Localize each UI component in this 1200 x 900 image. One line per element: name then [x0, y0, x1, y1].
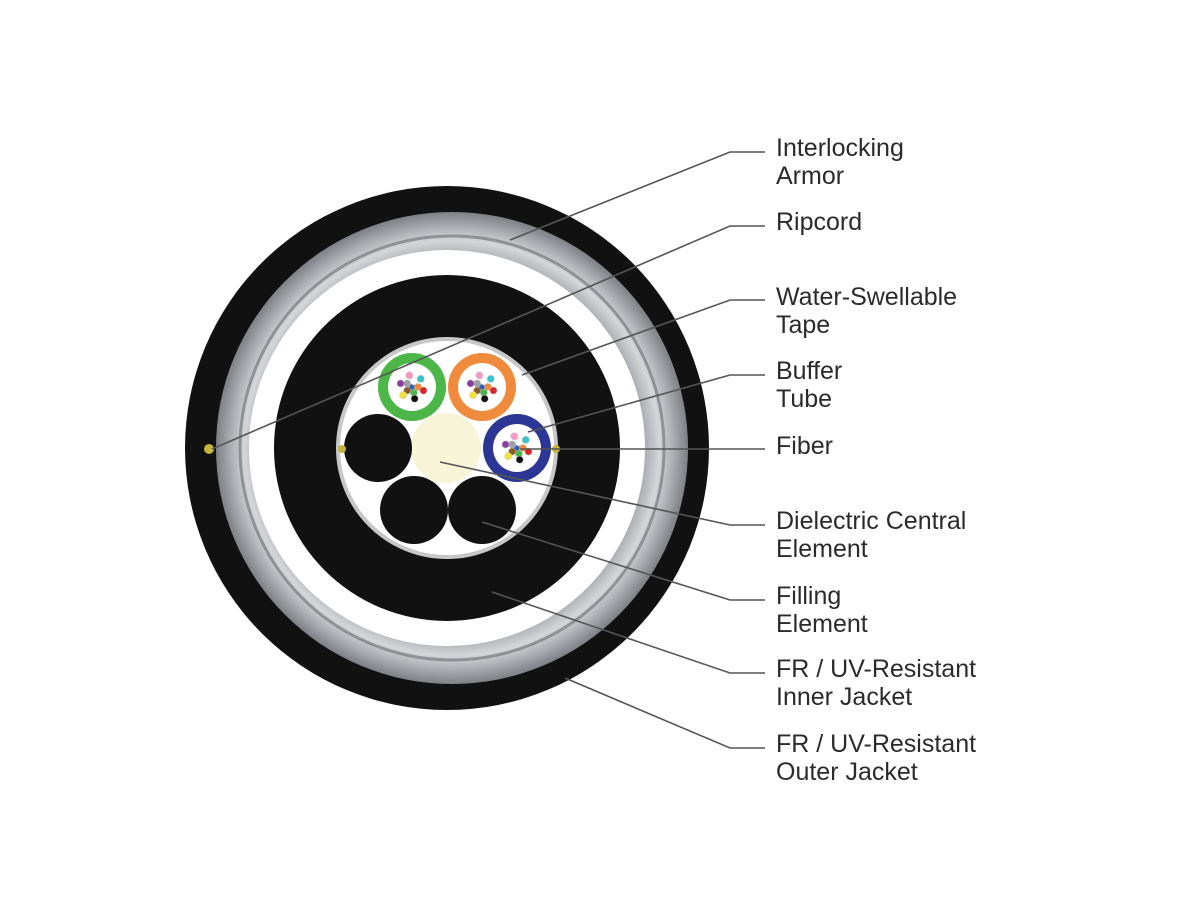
optical-fiber — [473, 379, 481, 388]
filling-element — [380, 476, 448, 544]
label-buffer-tube: Buffer Tube — [776, 357, 849, 413]
optical-fiber — [489, 386, 498, 395]
optical-fiber — [414, 383, 422, 391]
buffer-tube-orange — [448, 353, 516, 421]
leader-inner-jacket — [491, 591, 765, 674]
optical-fiber — [480, 394, 489, 403]
optical-fiber — [410, 394, 419, 403]
labels: Interlocking Armor Ripcord Water-Swellab… — [776, 134, 983, 786]
optical-fiber — [504, 452, 513, 461]
leader-ripcord — [211, 225, 765, 450]
leader-water-swellable-tape — [521, 299, 765, 376]
optical-fiber — [480, 377, 488, 386]
armor-inner-edge — [238, 234, 666, 662]
central-element — [411, 413, 481, 483]
label-interlocking-armor: Interlocking Armor — [776, 134, 911, 190]
leader-lines — [211, 151, 765, 749]
ripcord-left — [204, 444, 214, 454]
optical-fiber — [405, 371, 414, 380]
ripcord-core-left — [338, 445, 346, 453]
cable-cross-section — [185, 186, 709, 710]
label-dielectric-central-element: Dielectric Central Element — [776, 507, 973, 563]
label-outer-jacket: FR / UV-Resistant Outer Jacket — [776, 730, 983, 786]
label-fiber: Fiber — [776, 432, 833, 460]
optical-fiber — [466, 379, 475, 388]
label-filling-element: Filling Element — [776, 582, 868, 638]
optical-fiber — [399, 391, 408, 400]
filling-element — [448, 476, 516, 544]
filling-element — [344, 414, 412, 482]
label-ripcord: Ripcord — [776, 208, 862, 236]
label-water-swellable-tape: Water-Swellable Tape — [776, 283, 964, 339]
optical-fiber — [416, 374, 425, 383]
fiber-bundle — [501, 432, 533, 464]
optical-fiber — [419, 386, 428, 395]
leader-buffer-tube — [527, 374, 765, 433]
fiber-bundle — [396, 371, 428, 403]
optical-fiber — [396, 379, 405, 388]
buffer-tube-blue — [483, 414, 551, 482]
optical-fiber — [475, 371, 484, 380]
optical-fiber — [515, 455, 524, 464]
optical-fiber — [403, 379, 411, 388]
leader-interlocking-armor — [509, 151, 765, 241]
optical-fiber — [410, 377, 418, 386]
optical-fiber — [484, 383, 492, 391]
optical-fiber — [486, 374, 495, 383]
label-inner-jacket: FR / UV-Resistant Inner Jacket — [776, 655, 983, 711]
optical-fiber — [501, 440, 510, 449]
leader-outer-jacket — [564, 677, 765, 749]
optical-fiber — [515, 438, 523, 447]
fiber-bundle — [466, 371, 498, 403]
optical-fiber — [508, 440, 516, 449]
leader-filling-element — [481, 521, 765, 601]
optical-fiber — [510, 432, 519, 441]
optical-fiber — [521, 435, 530, 444]
leader-dielectric-central-element — [439, 461, 765, 526]
optical-fiber — [469, 391, 478, 400]
